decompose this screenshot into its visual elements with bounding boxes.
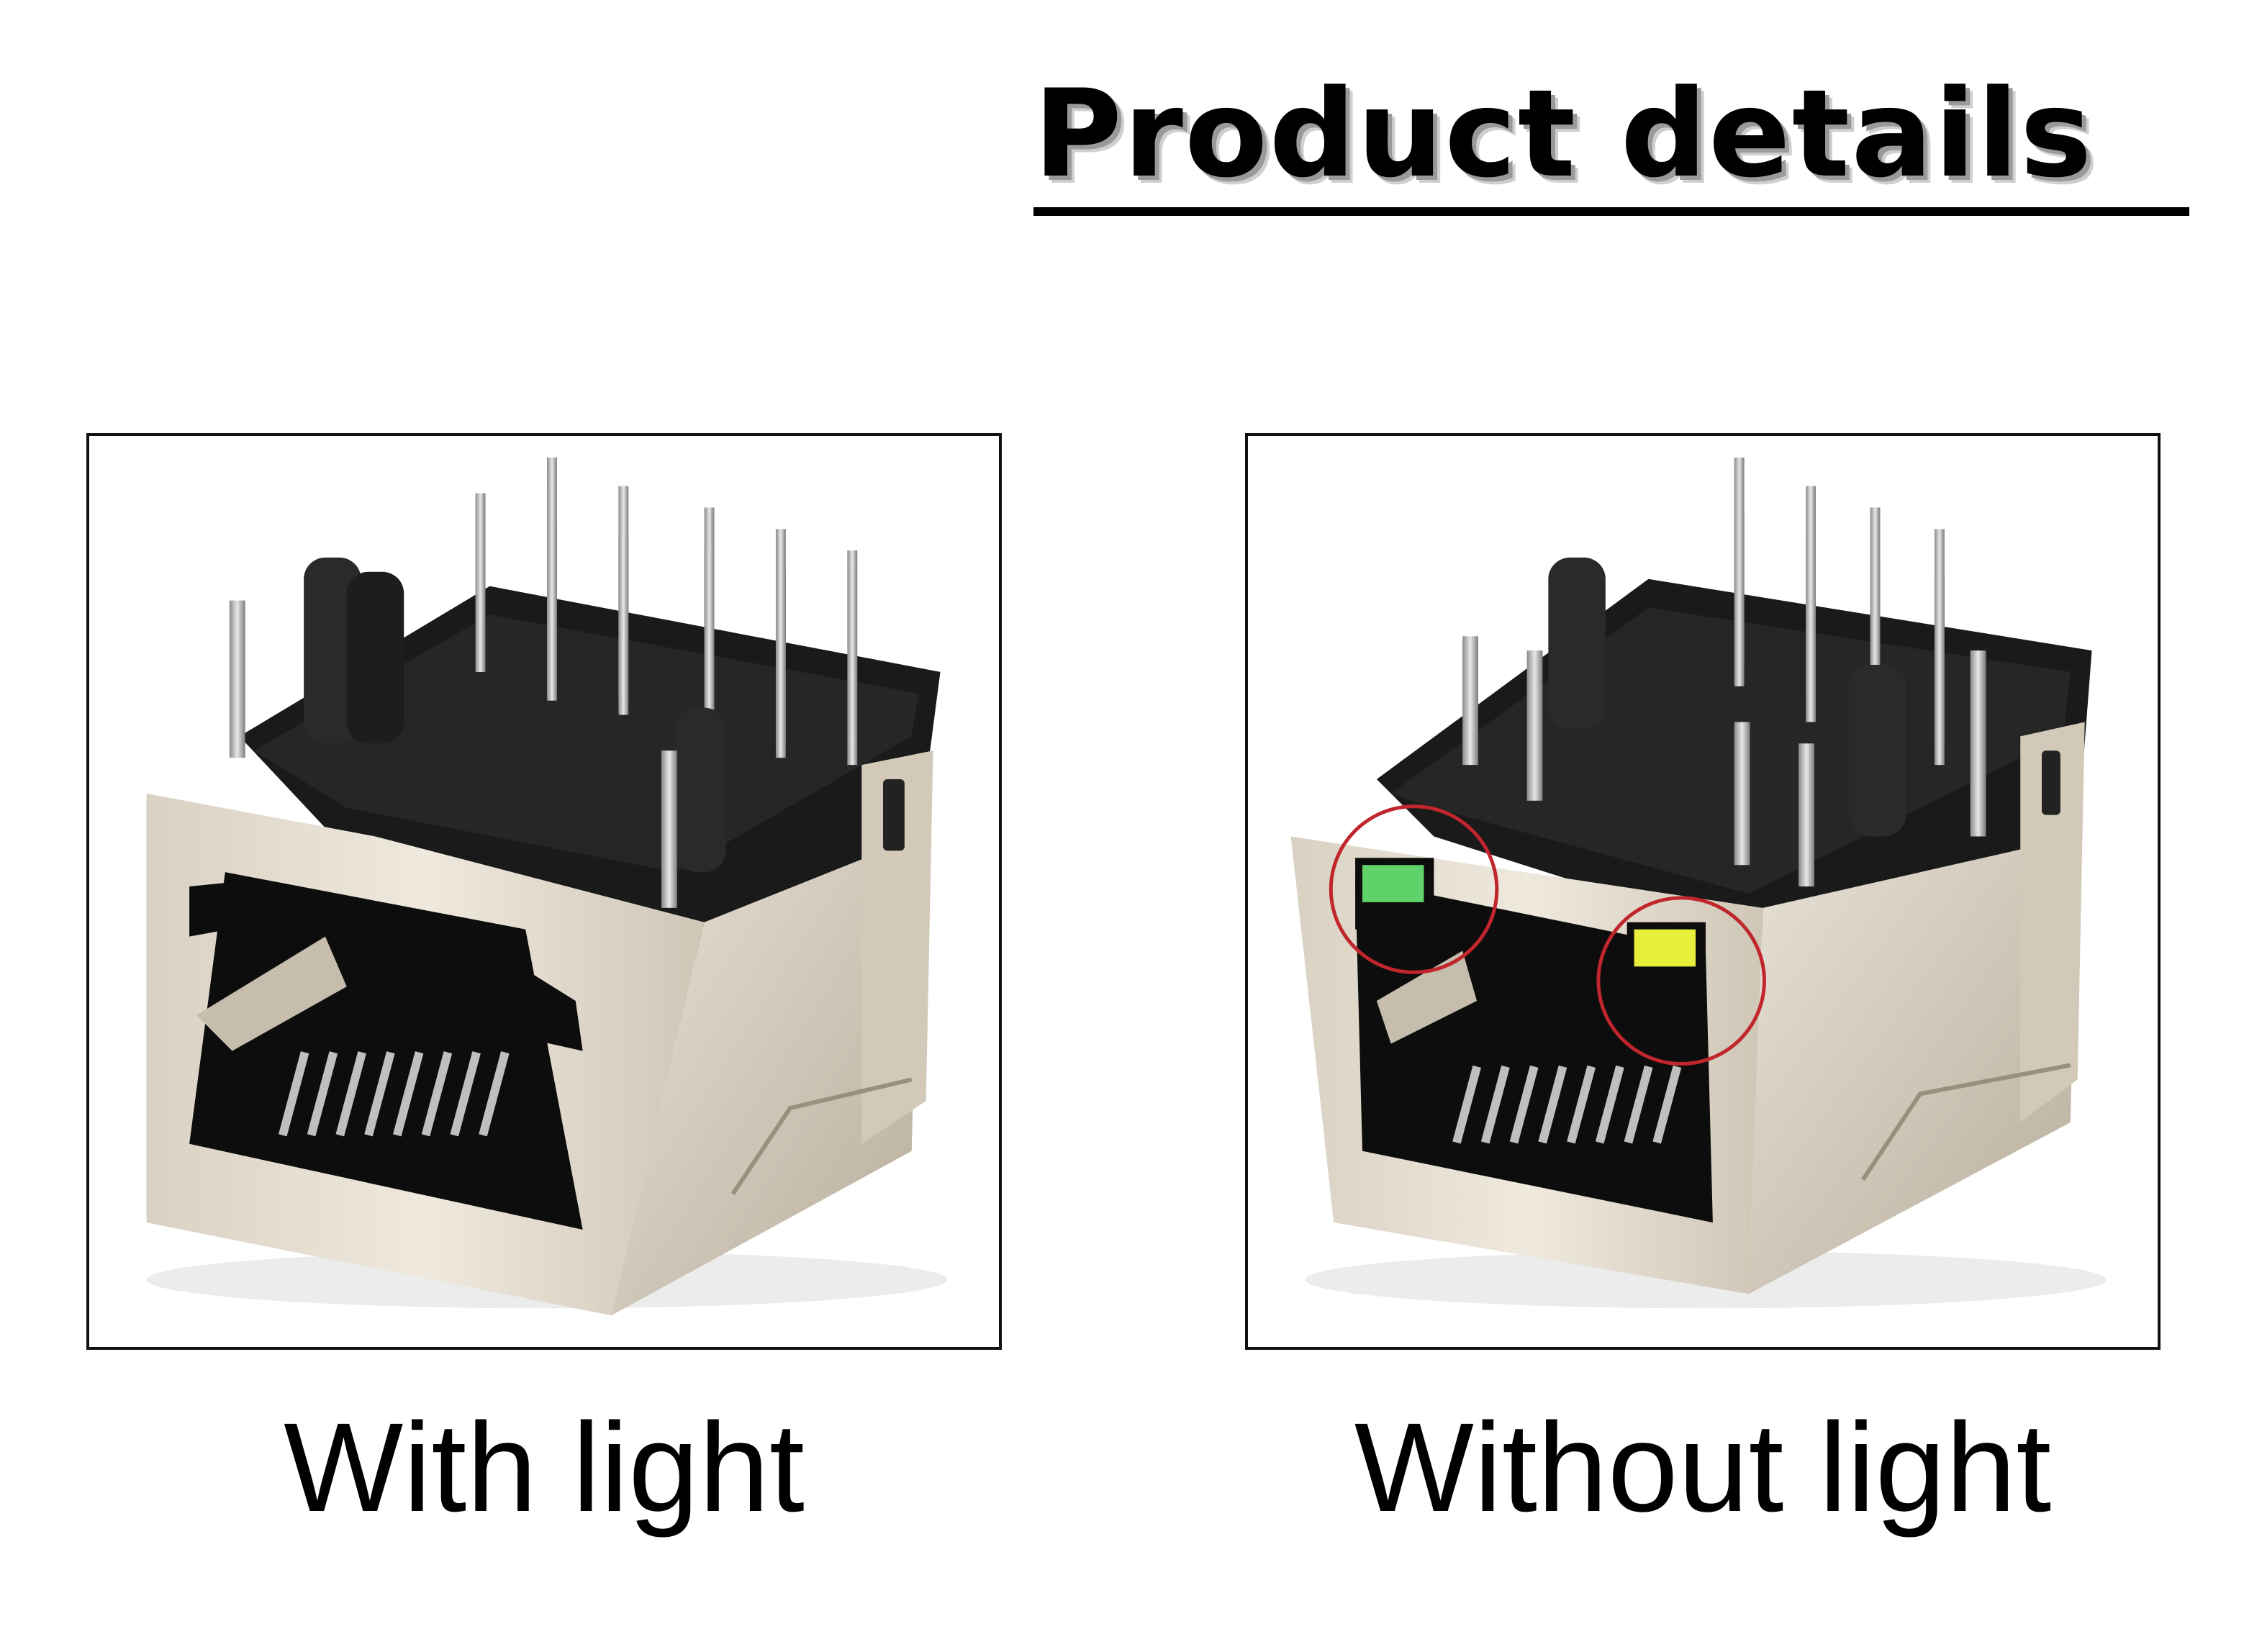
rj45-connector-illustration	[1290, 457, 2107, 1309]
led-marker-circle-left	[1329, 804, 1499, 974]
led-green	[1362, 865, 1424, 902]
title-underline	[1033, 207, 2189, 216]
caption-without-light: Without light	[1354, 1397, 2052, 1538]
contacts	[279, 1051, 510, 1137]
product-photo-with-light	[86, 433, 1002, 1350]
metal-shield-side	[1748, 836, 2078, 1294]
mount-post-left	[1548, 557, 1606, 730]
pins	[475, 457, 858, 766]
pins	[1462, 457, 1945, 887]
title-block: Product details	[1033, 62, 2189, 220]
mount-post-right	[1848, 664, 1906, 837]
metal-shield-side	[611, 836, 919, 1316]
rj45-connector-illustration	[146, 457, 948, 1316]
led-yellow	[1634, 929, 1696, 967]
page-title: Product details	[1033, 63, 2094, 204]
caption-with-light: With light	[284, 1397, 805, 1538]
mount-post-right	[675, 707, 726, 873]
product-photo-without-light	[1245, 433, 2161, 1350]
contacts	[1452, 1065, 1682, 1144]
led-marker-circle-right	[1596, 896, 1766, 1066]
